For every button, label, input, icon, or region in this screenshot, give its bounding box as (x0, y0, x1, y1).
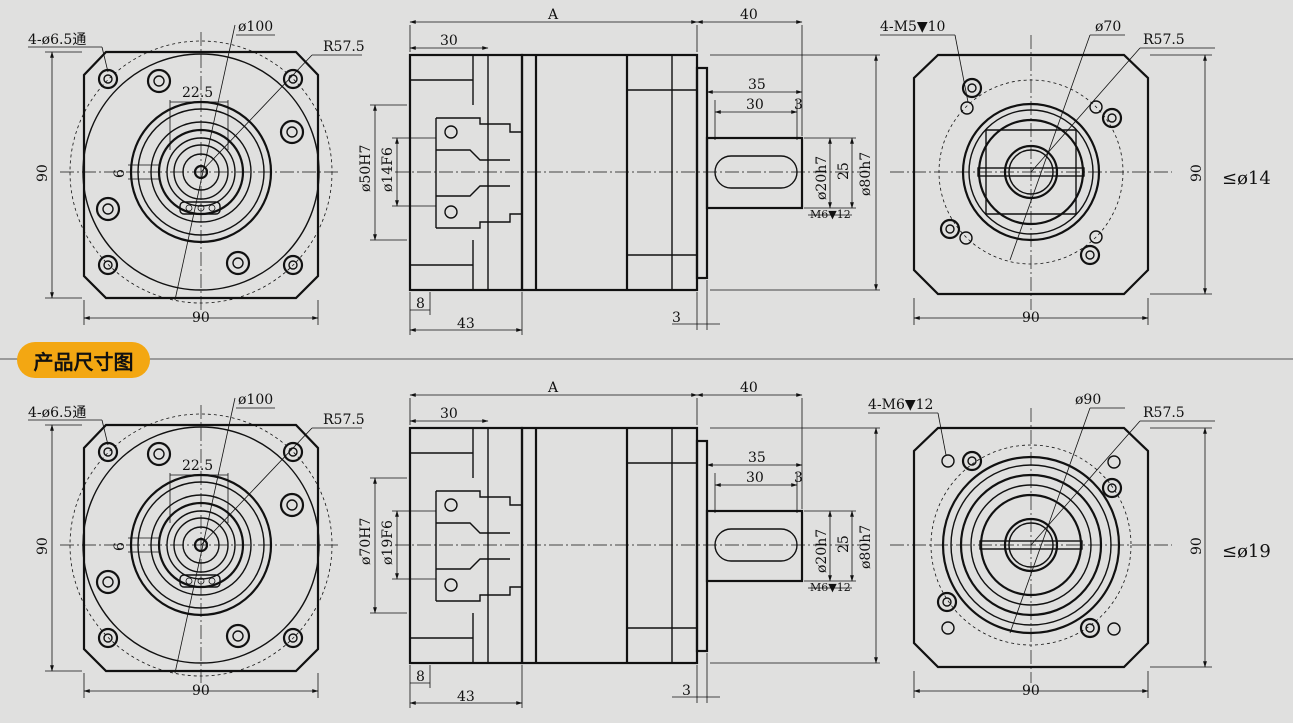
bottom-side-flange-label: 30 (440, 406, 458, 422)
top-side-flange-label: 30 (440, 33, 458, 49)
bottom-rear-pcd-label: ø90 (1075, 392, 1101, 408)
bottom-front-height-label: 90 (35, 537, 51, 555)
top-rear-view: 4-M5▼10 ø70 R57.5 90 90 ≤ø14 (880, 19, 1271, 326)
top-rear-radius-label: R57.5 (1143, 32, 1185, 48)
top-side-shaft-dia-label: ø20h7 (814, 156, 830, 200)
bottom-side-base-len-label: 43 (457, 689, 475, 705)
top-side-key-len-label: 30 (746, 97, 764, 113)
bottom-front-offset-label: 22.5 (182, 458, 213, 474)
top-rear-height-label: 90 (1189, 164, 1205, 182)
top-rear-pcd-label: ø70 (1095, 19, 1121, 35)
bottom-front-holes-label: 4-ø6.5通 (28, 405, 86, 421)
top-side-base-off-label: 8 (416, 296, 425, 312)
top-input-shaft-label: ≤ø14 (1222, 168, 1271, 189)
top-side-pilot-label: ø80h7 (858, 152, 874, 196)
top-side-flange-th-label: 3 (672, 310, 681, 326)
top-side-shaft-len-label: 35 (748, 77, 766, 93)
top-side-shaft-total-label: 40 (740, 7, 758, 23)
top-rear-width-label: 90 (1022, 310, 1040, 326)
top-front-pcd-label: ø100 (238, 19, 273, 35)
top-rear-holes-label: 4-M5▼10 (880, 19, 945, 35)
top-side-key-off-label: 3 (794, 97, 803, 113)
bottom-side-flange-th-label: 3 (682, 683, 691, 699)
bottom-front-view: 4-ø6.5通 ø100 R57.5 22.5 90 90 6 (28, 392, 365, 699)
bottom-rear-view: 4-M6▼12 ø90 R57.5 90 90 ≤ø19 (868, 392, 1271, 699)
bottom-side-base-off-label: 8 (416, 669, 425, 685)
bottom-side-key-off-label: 3 (794, 470, 803, 486)
top-front-key-label: 6 (112, 169, 128, 178)
bottom-front-pcd-label: ø100 (238, 392, 273, 408)
bottom-side-key-h-label: 25 (836, 535, 852, 553)
bottom-input-shaft-label: ≤ø19 (1222, 541, 1271, 562)
bottom-side-pilot-label: ø80h7 (858, 525, 874, 569)
top-side-base-len-label: 43 (457, 316, 475, 332)
bottom-front-key-label: 6 (112, 542, 128, 551)
bottom-front-radius-label: R57.5 (323, 412, 365, 428)
bottom-side-bore-small-label: ø19F6 (380, 520, 396, 565)
section-title: 产品尺寸图 (33, 349, 134, 374)
bottom-rear-holes-label: 4-M6▼12 (868, 397, 933, 413)
bottom-side-tap-label: M6▼12 (810, 581, 851, 594)
top-front-radius-label: R57.5 (323, 39, 365, 55)
bottom-side-view: A 30 40 35 30 3 ø70H7 ø19F6 ø20h7 25 ø80… (358, 380, 880, 708)
bottom-side-bore-big-label: ø70H7 (358, 518, 374, 565)
top-front-offset-label: 22.5 (182, 85, 213, 101)
top-side-length-label: A (547, 7, 559, 23)
top-front-holes-label: 4-ø6.5通 (28, 32, 86, 48)
top-side-view: A 30 40 35 30 3 ø50H7 ø14F6 ø20h7 25 ø80… (358, 7, 880, 335)
bottom-rear-height-label: 90 (1189, 537, 1205, 555)
bottom-rear-radius-label: R57.5 (1143, 405, 1185, 421)
top-front-width-label: 90 (192, 310, 210, 326)
bottom-side-shaft-dia-label: ø20h7 (814, 529, 830, 573)
section-title-badge: 产品尺寸图 (17, 342, 150, 378)
bottom-side-length-label: A (547, 380, 559, 396)
top-side-bore-small-label: ø14F6 (380, 147, 396, 192)
top-side-bore-big-label: ø50H7 (358, 145, 374, 192)
bottom-side-shaft-len-label: 35 (748, 450, 766, 466)
top-front-height-label: 90 (35, 164, 51, 182)
top-side-tap-label: M6▼12 (810, 208, 851, 221)
bottom-side-key-len-label: 30 (746, 470, 764, 486)
bottom-side-shaft-total-label: 40 (740, 380, 758, 396)
top-side-key-h-label: 25 (836, 162, 852, 180)
bottom-front-width-label: 90 (192, 683, 210, 699)
top-front-view: 4-ø6.5通 ø100 R57.5 22.5 90 90 6 (28, 19, 365, 326)
bottom-rear-width-label: 90 (1022, 683, 1040, 699)
